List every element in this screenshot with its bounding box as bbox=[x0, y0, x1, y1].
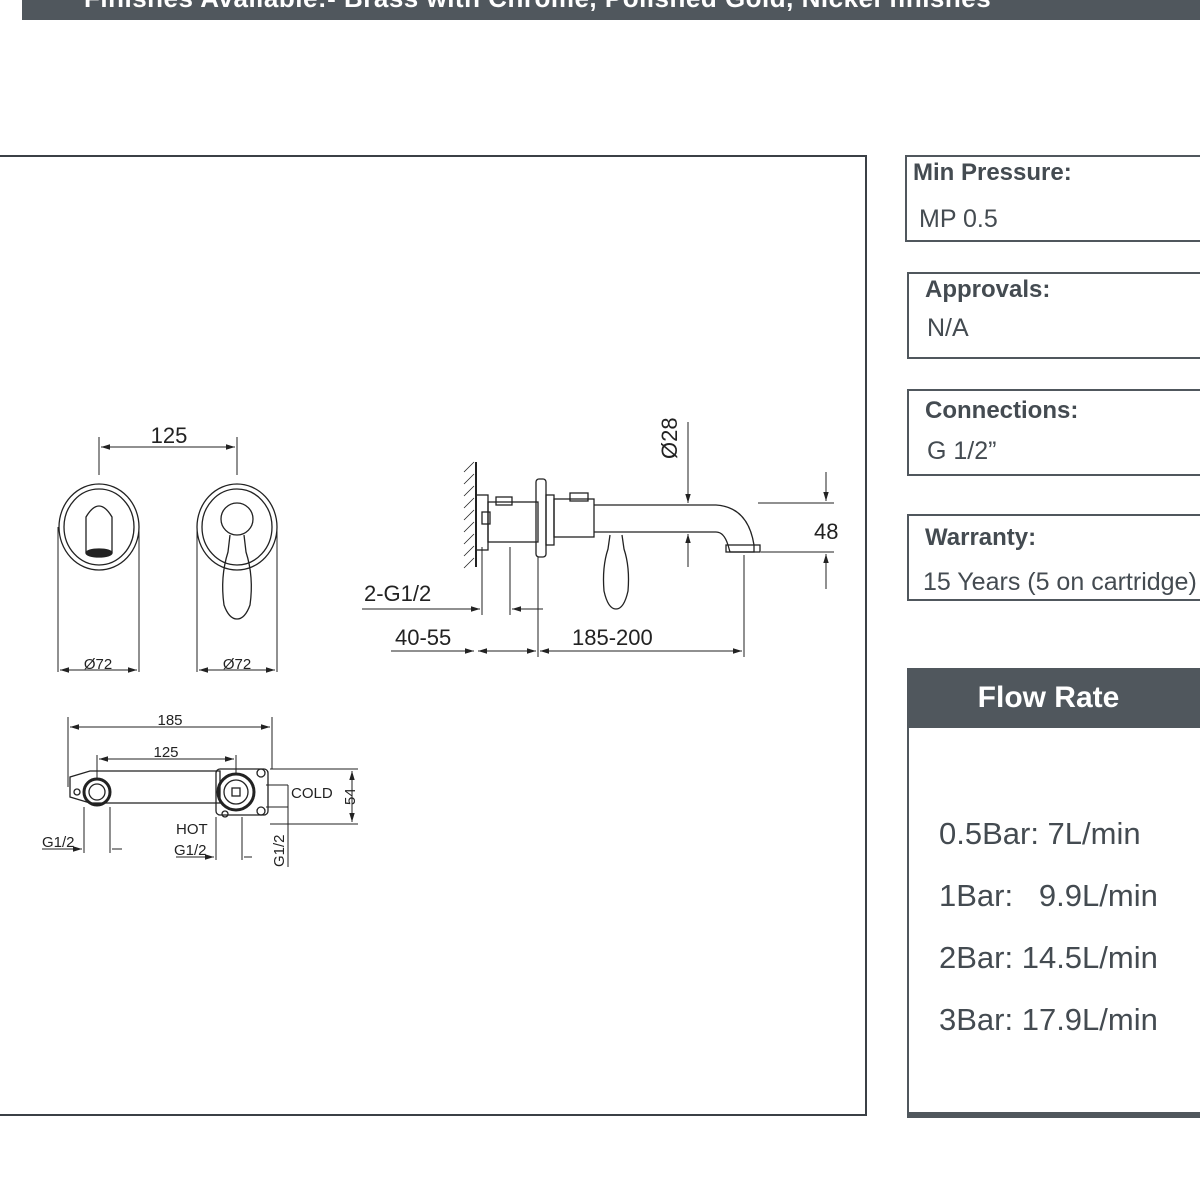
warranty-label: Warranty: bbox=[925, 524, 1037, 551]
dim-2-g1-2: 2-G1/2 bbox=[364, 581, 431, 606]
dim-g1-2-right: G1/2 bbox=[271, 834, 288, 867]
dim-g1-2-left: G1/2 bbox=[42, 834, 75, 851]
finishes-banner: Finishes Available:- Brass with Chrome, … bbox=[22, 0, 1200, 20]
dim-g1-2-hot: G1/2 bbox=[174, 842, 207, 859]
dim-54: 54 bbox=[342, 788, 359, 805]
left-handle-front-view bbox=[57, 483, 140, 672]
connections-box: Connections: G 1/2” bbox=[907, 389, 1200, 476]
dim-185-bottom: 185 bbox=[157, 712, 182, 729]
warranty-value: 15 Years (5 on cartridge) bbox=[923, 568, 1197, 596]
approvals-box: Approvals: N/A bbox=[907, 272, 1200, 359]
right-handle-front-view bbox=[196, 483, 278, 672]
flow-rate-row: 2Bar: 14.5L/min bbox=[939, 940, 1158, 975]
label-hot: HOT bbox=[176, 821, 208, 838]
dim-spout-diameter: Ø28 bbox=[657, 417, 682, 459]
flow-rate-row: 1Bar: 9.9L/min bbox=[939, 878, 1158, 913]
side-view-spout bbox=[463, 461, 761, 610]
dim-125-top: 125 bbox=[151, 423, 188, 448]
min-pressure-box: Min Pressure: MP 0.5 bbox=[905, 155, 1200, 242]
warranty-box: Warranty: 15 Years (5 on cartridge) bbox=[907, 514, 1200, 601]
dim-125-bottom: 125 bbox=[153, 744, 178, 761]
min-pressure-value: MP 0.5 bbox=[919, 205, 998, 233]
technical-drawing: 125 Ø28 48 2-G1/2 40-55 185-200 Ø72 Ø72 … bbox=[0, 155, 867, 1116]
min-pressure-label: Min Pressure: bbox=[913, 159, 1072, 186]
label-cold: COLD bbox=[291, 785, 333, 802]
flow-rate-panel: Flow Rate 0.5Bar: 7L/min 1Bar: 9.9L/min … bbox=[907, 668, 1200, 1118]
flow-rate-title: Flow Rate bbox=[909, 668, 1200, 728]
finishes-text: Finishes Available:- Brass with Chrome, … bbox=[84, 0, 991, 14]
valve-body-plan-view bbox=[69, 768, 269, 818]
dim-185-200: 185-200 bbox=[572, 625, 653, 650]
connections-value: G 1/2” bbox=[927, 437, 997, 465]
approvals-label: Approvals: bbox=[925, 276, 1051, 303]
dim-dia-72-right: Ø72 bbox=[223, 656, 251, 673]
dim-48: 48 bbox=[814, 519, 838, 544]
drawing-canvas: 125 Ø28 48 2-G1/2 40-55 185-200 Ø72 Ø72 … bbox=[42, 417, 838, 867]
connections-label: Connections: bbox=[925, 397, 1079, 424]
dim-dia-72-left: Ø72 bbox=[84, 656, 112, 673]
dim-40-55: 40-55 bbox=[395, 625, 451, 650]
approvals-value: N/A bbox=[927, 314, 969, 342]
flow-rate-row: 0.5Bar: 7L/min bbox=[939, 816, 1141, 851]
flow-rate-row: 3Bar: 17.9L/min bbox=[939, 1002, 1158, 1037]
